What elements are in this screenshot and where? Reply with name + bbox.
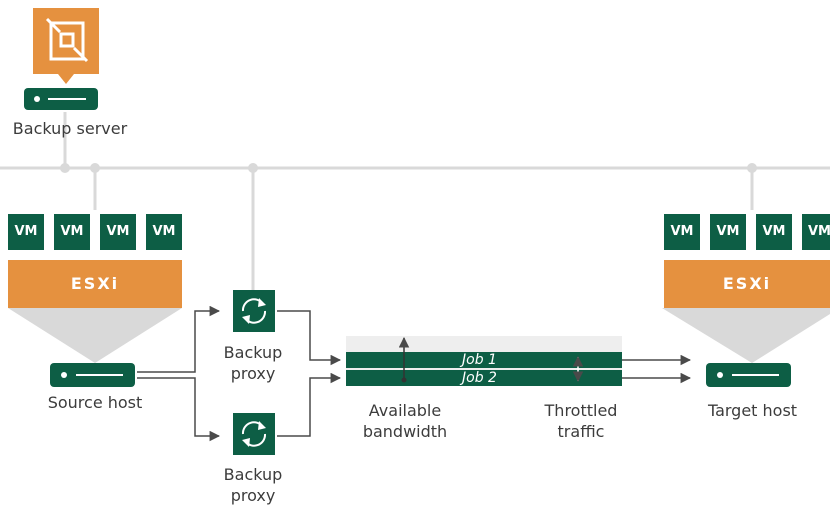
backup-proxy-1-label: Backup proxy bbox=[203, 342, 303, 384]
backup-server-icon bbox=[33, 8, 99, 84]
source-host-icon bbox=[50, 363, 135, 387]
job-2-bar bbox=[346, 370, 622, 386]
backup-proxy-2-icon bbox=[233, 413, 275, 455]
job-1-bar bbox=[346, 352, 622, 368]
job-2-label: Job 2 bbox=[462, 370, 497, 386]
target-vm: VM bbox=[664, 214, 700, 250]
source-vm: VM bbox=[146, 214, 182, 250]
backup-server-label: Backup server bbox=[12, 119, 128, 138]
backup-proxy-1-label-line1: Backup bbox=[223, 343, 283, 362]
throttled-traffic-label-line1: Throttled bbox=[544, 401, 618, 420]
proxy-2-to-pipe-arrow bbox=[277, 372, 342, 437]
backup-proxy-2-label: Backup proxy bbox=[203, 464, 303, 506]
bus-node bbox=[90, 163, 100, 173]
bus-node bbox=[248, 163, 258, 173]
proxy-1-to-pipe-arrow bbox=[277, 310, 342, 366]
source-vm: VM bbox=[100, 214, 136, 250]
throttled-traffic-label-line2: traffic bbox=[557, 422, 605, 441]
source-to-proxy-2-arrow bbox=[137, 377, 221, 442]
target-vm: VM bbox=[710, 214, 746, 250]
throttled-traffic-label: Throttled traffic bbox=[516, 400, 646, 442]
bus-node bbox=[747, 163, 757, 173]
target-esxi-bar: ESXi bbox=[664, 260, 830, 308]
backup-proxy-2-label-line1: Backup bbox=[223, 465, 283, 484]
target-funnel bbox=[662, 308, 830, 363]
source-funnel bbox=[8, 308, 182, 363]
available-bandwidth-dot bbox=[401, 377, 407, 383]
target-vm: VM bbox=[802, 214, 830, 250]
source-vm: VM bbox=[54, 214, 90, 250]
backup-proxy-2-label-line2: proxy bbox=[230, 486, 276, 505]
target-host-label: Target host bbox=[707, 401, 798, 420]
source-vm: VM bbox=[8, 214, 44, 250]
source-esxi-bar: ESXi bbox=[8, 260, 182, 308]
available-bandwidth-label-line2: bandwidth bbox=[362, 422, 448, 441]
backup-server-device-icon bbox=[24, 88, 98, 110]
target-host-icon bbox=[706, 363, 791, 387]
target-vm: VM bbox=[756, 214, 792, 250]
available-bandwidth-label: Available bandwidth bbox=[340, 400, 470, 442]
backup-proxy-1-icon bbox=[233, 290, 275, 332]
source-to-proxy-1-arrow bbox=[137, 305, 221, 373]
job-1-label: Job 1 bbox=[462, 352, 497, 368]
backup-proxy-1-label-line2: proxy bbox=[230, 364, 276, 383]
source-host-label: Source host bbox=[47, 393, 143, 412]
bus-node bbox=[60, 163, 70, 173]
available-bandwidth-label-line1: Available bbox=[368, 401, 442, 420]
